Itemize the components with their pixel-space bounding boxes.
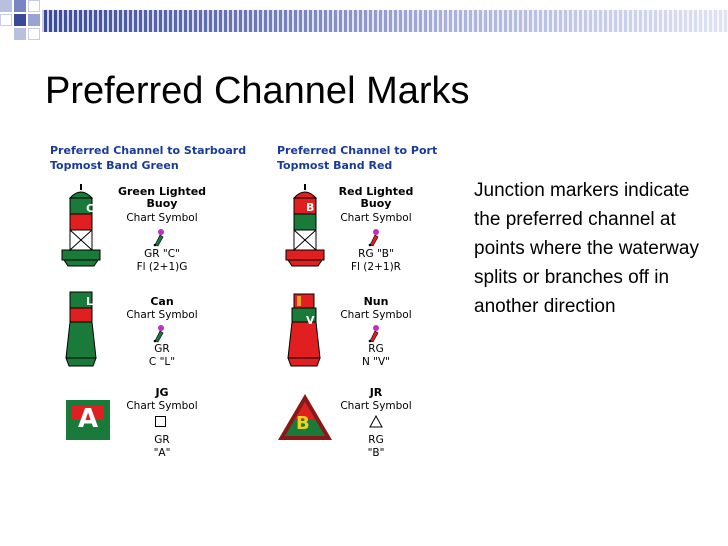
- red-buoy-chart-symbol-icon: [368, 229, 379, 247]
- green-buoy-letter: C: [86, 202, 95, 215]
- jr-code-line1: RG: [368, 434, 384, 446]
- jg-daymark-icon: [66, 400, 110, 440]
- can-letter: L: [86, 295, 94, 308]
- green-buoy-name-line2: Buoy: [146, 197, 178, 210]
- red-lighted-buoy-icon: [285, 184, 325, 267]
- can-chart-symbol-icon: [153, 325, 164, 343]
- can-name: Can: [150, 295, 174, 308]
- can-buoy-icon: [65, 291, 97, 367]
- left-header-line1: Preferred Channel to Starboard: [50, 144, 247, 157]
- jr-code-line2: "B": [367, 447, 385, 459]
- decorative-squares: [0, 0, 60, 46]
- nun-code-line1: RG: [368, 343, 384, 355]
- left-header-line2: Topmost Band Green: [50, 159, 179, 172]
- slide-title: Preferred Channel Marks: [45, 70, 470, 112]
- can-code-line2: C "L": [148, 356, 176, 368]
- red-buoy-light: Fl (2+1)R: [351, 261, 401, 273]
- green-buoy-chart-symbol-icon: [153, 229, 164, 247]
- red-buoy-letter: B: [306, 201, 315, 214]
- nun-chart-symbol-icon: [368, 325, 379, 343]
- red-buoy-name-line2: Buoy: [360, 197, 392, 210]
- right-column-header: Preferred Channel to Port Topmost Band R…: [277, 143, 437, 173]
- jr-name: JR: [369, 386, 383, 399]
- jr-daymark-icon: [278, 394, 332, 440]
- header-stripe-lines: [42, 10, 728, 32]
- junction-markers-description: Junction markers indicate the preferred …: [474, 180, 699, 317]
- jr-chart-symbol-triangle-icon: [369, 414, 383, 428]
- jg-code-line2: "A": [153, 447, 171, 459]
- red-lighted-buoy-name: Red Lighted Buoy: [326, 186, 426, 210]
- green-lighted-buoy-icon: [61, 184, 101, 267]
- red-buoy-chart-label: Chart Symbol: [340, 212, 412, 224]
- jg-chart-label: Chart Symbol: [126, 400, 198, 412]
- jr-chart-label: Chart Symbol: [340, 400, 412, 412]
- jr-letter: B: [296, 413, 310, 434]
- nun-code-line2: N "V": [361, 356, 391, 368]
- green-lighted-buoy-name: Green Lighted Buoy: [112, 186, 212, 210]
- green-buoy-chart-label: Chart Symbol: [126, 212, 198, 224]
- red-buoy-name-line1: Red Lighted: [338, 185, 414, 198]
- jg-chart-symbol-square-icon: [155, 416, 166, 427]
- nun-letter: V: [306, 314, 315, 327]
- green-buoy-name-line1: Green Lighted: [117, 185, 207, 198]
- red-buoy-code: RG "B": [358, 248, 394, 260]
- jg-name: JG: [155, 386, 169, 399]
- right-header-line1: Preferred Channel to Port: [277, 144, 438, 157]
- jg-letter: A: [78, 404, 99, 434]
- green-buoy-code: GR "C": [144, 248, 180, 260]
- jg-code-line1: GR: [154, 434, 170, 446]
- green-buoy-light: Fl (2+1)G: [136, 261, 188, 273]
- can-code-line1: GR: [154, 343, 170, 355]
- right-header-line2: Topmost Band Red: [277, 159, 393, 172]
- left-column-header: Preferred Channel to Starboard Topmost B…: [50, 143, 246, 173]
- nun-buoy-icon: [287, 293, 321, 367]
- can-chart-label: Chart Symbol: [126, 309, 198, 321]
- nun-name: Nun: [363, 295, 389, 308]
- nun-chart-label: Chart Symbol: [340, 309, 412, 321]
